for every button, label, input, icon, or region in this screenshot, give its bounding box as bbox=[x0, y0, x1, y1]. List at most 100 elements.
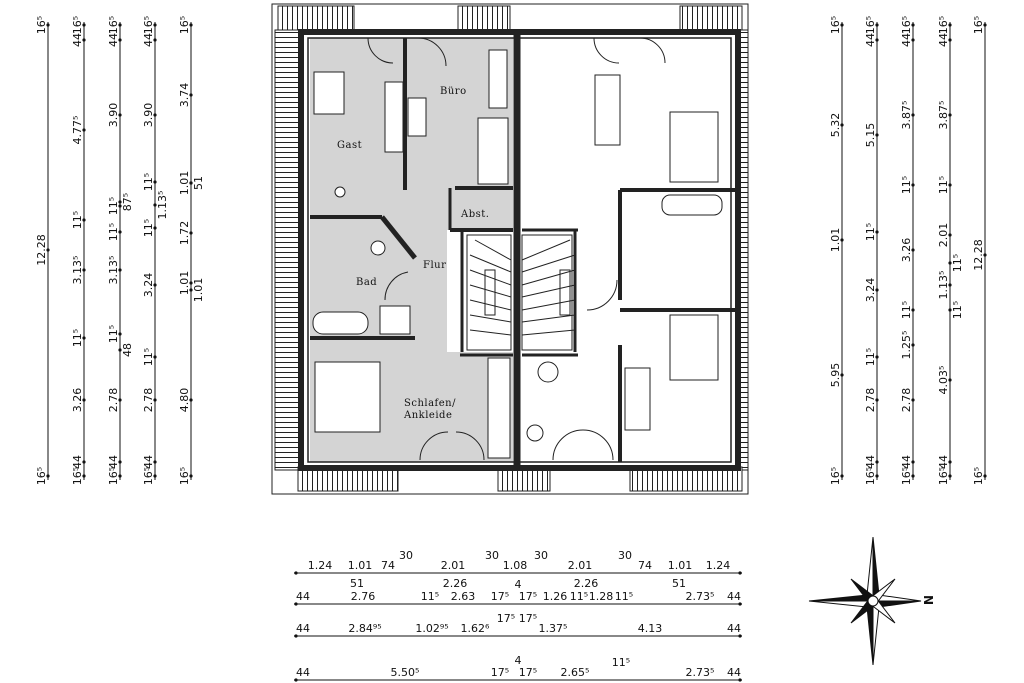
dimension-label: 16⁵ bbox=[178, 16, 191, 34]
dimension-label: 3.26 bbox=[71, 388, 84, 413]
dimension-tick bbox=[294, 678, 298, 682]
dimension-label: 44 bbox=[864, 33, 877, 47]
dimension-tick bbox=[948, 378, 952, 382]
dimension-label: 11⁵ bbox=[107, 325, 120, 343]
dimension-tick bbox=[82, 268, 86, 272]
staircase bbox=[466, 234, 576, 351]
dimension-tick bbox=[948, 474, 952, 478]
dimension-tick bbox=[46, 248, 50, 252]
dimension-label: 17⁵ bbox=[519, 666, 537, 679]
dimension-tick bbox=[911, 23, 915, 27]
dimension-label: 11⁵ bbox=[421, 590, 439, 603]
dimension-label: 2.78 bbox=[142, 388, 155, 413]
dimension-label: 44 bbox=[107, 33, 120, 47]
dimension-label: 2.63 bbox=[451, 590, 476, 603]
dimension-tick bbox=[875, 133, 879, 137]
dimension-tick bbox=[118, 398, 122, 402]
dimension-label: 3.87⁵ bbox=[900, 101, 913, 130]
dimension-label: 16⁵ bbox=[937, 16, 950, 34]
dimension-tick bbox=[983, 23, 987, 27]
dimension-label: 4.77⁵ bbox=[71, 116, 84, 145]
dimension-label: 2.26 bbox=[574, 577, 599, 590]
dimension-label: 17⁵ bbox=[519, 590, 537, 603]
dimension-tick bbox=[46, 474, 50, 478]
dimension-label: 3.90 bbox=[107, 103, 120, 128]
dimension-label: 3.13⁵ bbox=[71, 256, 84, 285]
dimension-tick bbox=[875, 398, 879, 402]
dimension-tick bbox=[948, 113, 952, 117]
dimension-tick bbox=[118, 230, 122, 234]
dimension-label: 1.13⁵ bbox=[156, 191, 169, 220]
dimension-tick bbox=[948, 261, 952, 265]
dimension-tick bbox=[153, 113, 157, 117]
dimension-tick bbox=[153, 23, 157, 27]
dimension-tick bbox=[153, 460, 157, 464]
dimension-tick bbox=[82, 336, 86, 340]
dimension-tick bbox=[911, 398, 915, 402]
dimension-tick bbox=[189, 231, 193, 235]
dimension-label: 2.84⁹⁵ bbox=[348, 622, 381, 635]
dimension-label: 1.28 bbox=[589, 590, 614, 603]
dimension-tick bbox=[948, 308, 952, 312]
dimension-tick bbox=[911, 183, 915, 187]
dimension-label: 5.32 bbox=[829, 113, 842, 138]
dimension-label: 11⁵ bbox=[142, 219, 155, 237]
room-labels: Gast Büro Abst. Flur Bad Schlafen/ Ankle… bbox=[337, 86, 489, 421]
room-label-abst: Abst. bbox=[460, 209, 489, 220]
dimension-label: 44 bbox=[864, 455, 877, 469]
dimension-tick bbox=[983, 253, 987, 257]
dimension-label: 1.26 bbox=[543, 590, 568, 603]
dimension-label: 16⁵ bbox=[107, 16, 120, 34]
dimension-label: 2.65⁵ bbox=[561, 666, 590, 679]
dimension-tick bbox=[294, 571, 298, 575]
dimension-label: 11⁵ bbox=[612, 656, 630, 669]
room-label-bad: Bad bbox=[356, 277, 377, 288]
dimension-label: 11⁵ bbox=[71, 211, 84, 229]
dimension-tick bbox=[153, 355, 157, 359]
dimension-label: 4.80 bbox=[178, 388, 191, 413]
room-label-buero: Büro bbox=[440, 86, 467, 97]
dimension-label: 17⁵ bbox=[491, 666, 509, 679]
dimension-tick bbox=[840, 123, 844, 127]
dimension-label: 4.13 bbox=[638, 622, 663, 635]
dimension-tick bbox=[82, 460, 86, 464]
dimension-tick bbox=[911, 38, 915, 42]
dimension-label: 44 bbox=[71, 455, 84, 469]
dimension-label: 16⁵ bbox=[35, 16, 48, 34]
dimension-tick bbox=[153, 283, 157, 287]
dimension-label: 5.15 bbox=[864, 123, 877, 148]
dimension-label: 3.24 bbox=[864, 278, 877, 303]
dimension-tick bbox=[875, 38, 879, 42]
dimension-tick bbox=[948, 460, 952, 464]
dimension-label: 3.13⁵ bbox=[107, 256, 120, 285]
room-label-ankleide: Ankleide bbox=[403, 410, 452, 421]
dimension-label: 16⁵ bbox=[864, 467, 877, 485]
dimension-label: 44 bbox=[727, 622, 741, 635]
dimension-tick bbox=[82, 218, 86, 222]
dimension-label: 44 bbox=[142, 33, 155, 47]
dimension-label: 3.74 bbox=[178, 83, 191, 108]
dimension-label: 1.01 bbox=[829, 228, 842, 253]
dimension-label: 2.78 bbox=[107, 388, 120, 413]
north-label: N bbox=[921, 595, 935, 605]
dimension-label: 1.01 bbox=[192, 278, 205, 303]
dimension-tick bbox=[189, 23, 193, 27]
dimension-label: 3.87⁵ bbox=[937, 101, 950, 130]
dimension-label: 2.01 bbox=[937, 223, 950, 248]
dimension-tick bbox=[911, 248, 915, 252]
dimension-label: 44 bbox=[296, 666, 310, 679]
dimension-label: 16⁵ bbox=[937, 467, 950, 485]
dimension-label: 16⁵ bbox=[900, 16, 913, 34]
dimension-label: 44 bbox=[937, 33, 950, 47]
dimension-label: 17⁵ bbox=[491, 590, 509, 603]
dimension-label: 16⁵ bbox=[829, 467, 842, 485]
dimension-label: 1.02⁹⁵ bbox=[415, 622, 448, 635]
dimension-tick bbox=[82, 23, 86, 27]
dimension-label: 1.08 bbox=[503, 559, 528, 572]
dimension-tick bbox=[153, 38, 157, 42]
dimension-label: 5.50⁵ bbox=[391, 666, 420, 679]
dimension-tick bbox=[738, 634, 742, 638]
dimension-label: 11⁵ bbox=[900, 301, 913, 319]
dimension-label: 51 bbox=[672, 577, 686, 590]
dimension-tick bbox=[875, 474, 879, 478]
